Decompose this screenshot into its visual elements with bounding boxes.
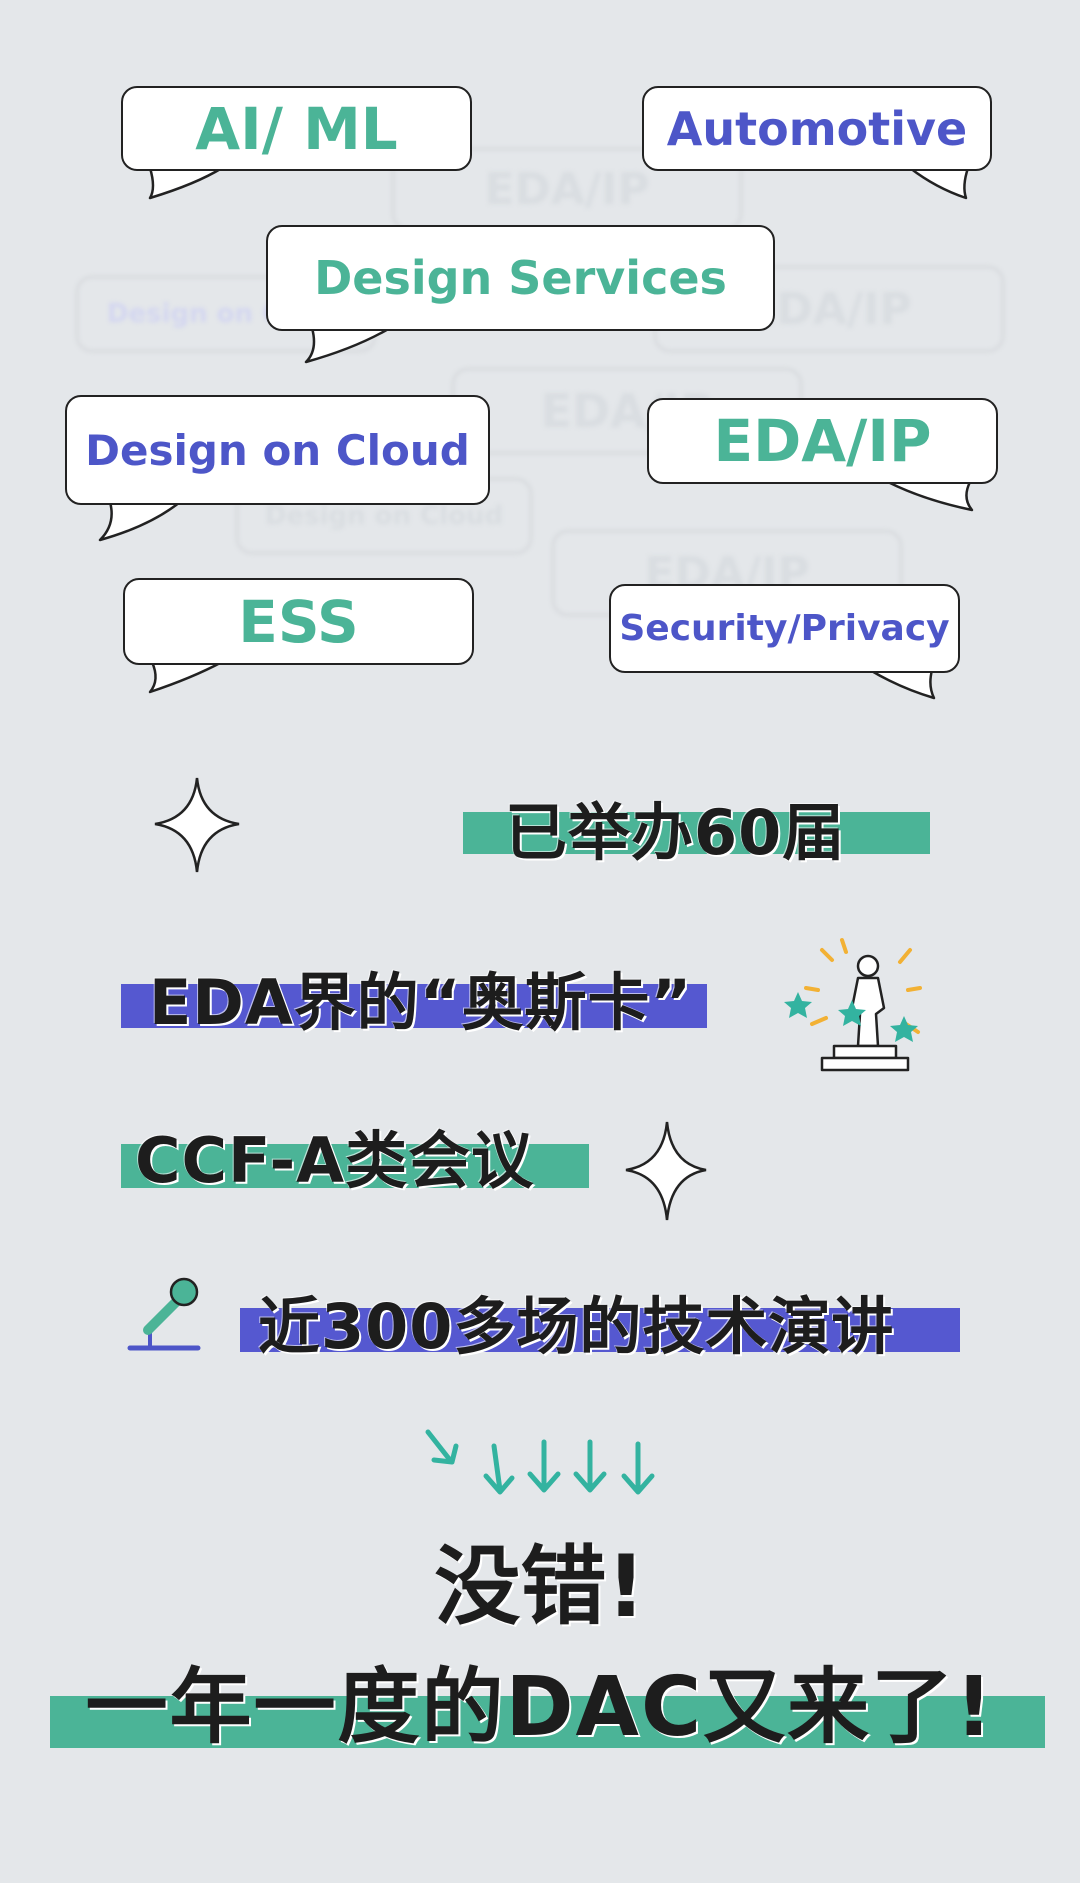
closing-line-1: 没错! [434,1537,646,1637]
bubble-security-privacy: Security/Privacy [609,584,960,673]
bubble-ess: ESS [123,578,474,665]
bubble-eda-ip: EDA/IP [647,398,998,484]
bubble-design-services: Design Services [266,225,775,331]
closing-highlight-bar [50,1696,1045,1748]
closing-line-2: 一年一度的DAC又来了! [85,1660,995,1755]
highlight-line-1: 已举办60届 [463,782,933,869]
bubble-automotive: Automotive [642,86,992,171]
bubble-design-on-cloud: Design on Cloud [65,395,490,505]
highlight-line-2: EDA界的“奥斯卡” [121,952,721,1039]
highlight-line-3: CCF-A类会议 [121,1110,601,1197]
bubble-ai-ml: AI/ ML [121,86,472,171]
highlight-line-4: 近300多场的技术演讲 [240,1276,970,1363]
